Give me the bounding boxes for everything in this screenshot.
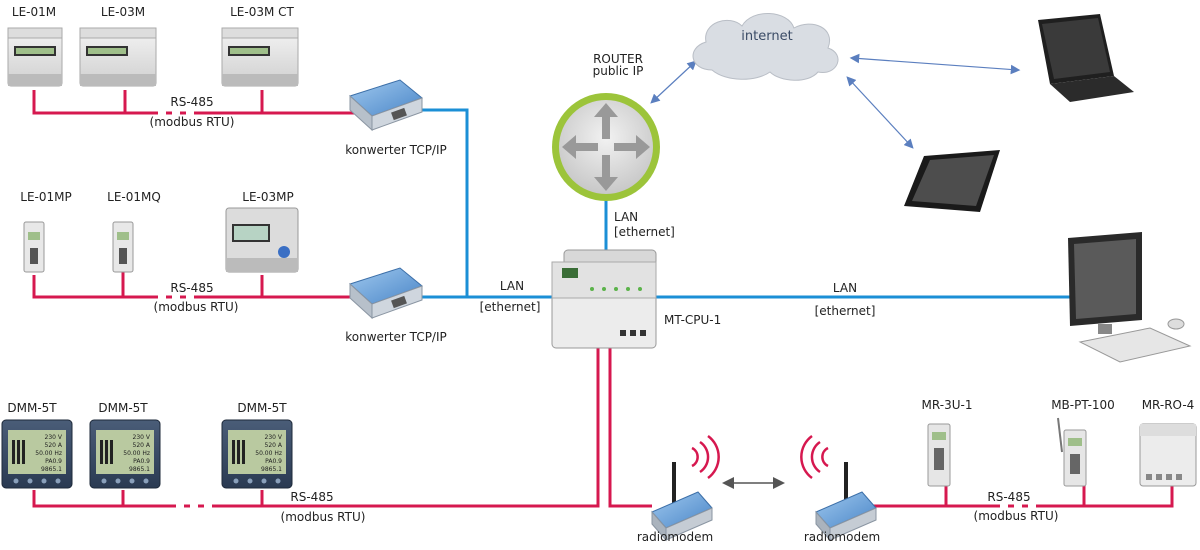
label-le-01mq: LE-01MQ xyxy=(107,190,161,204)
label-rs485-3: RS-485 xyxy=(290,490,334,504)
label-dmm-5t-3: DMM-5T xyxy=(237,401,287,415)
label-dmm-5t-1: DMM-5T xyxy=(7,401,57,415)
label-dmm-5t-2: DMM-5T xyxy=(98,401,148,415)
dmm-screen-value: 230 V xyxy=(45,434,63,441)
label-ethernet-router: [ethernet] xyxy=(614,225,675,239)
dmm-screen-value: PA0.9 xyxy=(133,458,150,465)
router-line-1: ROUTER xyxy=(593,52,643,66)
label-converter-1: konwerter TCP/IP xyxy=(345,143,447,157)
label-le-01mp: LE-01MP xyxy=(20,190,72,204)
label-rs485-4: RS-485 xyxy=(987,490,1031,504)
tablet-icon xyxy=(904,150,1000,212)
dmm-screen-value: 520 A xyxy=(45,442,63,449)
converter-tcpip-2 xyxy=(349,267,423,320)
converter-tcpip-1 xyxy=(349,79,423,132)
lan-conv1-link xyxy=(420,108,469,297)
router-icon xyxy=(552,93,660,201)
laptop-icon xyxy=(1038,14,1134,102)
meter-le01mq xyxy=(112,221,134,273)
label-mb-pt-100: MB-PT-100 xyxy=(1051,398,1115,412)
label-le-03mp: LE-03MP xyxy=(242,190,294,204)
label-rs485-1: RS-485 xyxy=(170,95,214,109)
lan-lines xyxy=(420,108,1095,299)
label-modbus-3: (modbus RTU) xyxy=(280,510,366,524)
label-internet: internet xyxy=(741,29,793,44)
label-radiomodem-2: radiomodem xyxy=(803,530,881,544)
rs485-to-radiomodem-1 xyxy=(608,345,652,508)
dmm-screen-value: 50.00 Hz xyxy=(255,450,282,457)
label-radiomodem-1: radiomodem xyxy=(636,530,714,544)
dmm-screen-value: PA0.9 xyxy=(45,458,62,465)
meter-le03mp xyxy=(225,207,299,273)
label-le-03m: LE-03M xyxy=(100,5,146,19)
rs485-bus-row3 xyxy=(32,345,600,508)
mt-cpu-1-device xyxy=(551,249,657,349)
label-lan-router: LAN xyxy=(614,210,639,224)
label-lan-left: LAN xyxy=(499,279,525,293)
label-lan-right: LAN xyxy=(832,281,858,295)
module-mr-3u-1 xyxy=(927,423,951,487)
module-mb-pt-100 xyxy=(1057,417,1087,487)
rs485-bus-row4 xyxy=(870,485,1174,508)
rs485-gap-marks xyxy=(158,111,1036,508)
desktop-pc-icon xyxy=(1068,232,1192,363)
meter-le03m xyxy=(79,27,157,87)
meter-le01mp xyxy=(23,221,45,273)
meter-le03m-ct xyxy=(221,27,299,87)
dmm-screen-value: 520 A xyxy=(265,442,283,449)
module-mr-ro-4 xyxy=(1139,423,1197,487)
radiomodem-1 xyxy=(651,434,720,542)
router-line-2: public IP xyxy=(592,64,644,78)
internet-arrows xyxy=(650,53,1021,149)
label-le-01m: LE-01M xyxy=(11,5,57,19)
radiomodem-2 xyxy=(800,434,877,542)
label-converter-2: konwerter TCP/IP xyxy=(345,330,447,344)
dmm-screen-value: 230 V xyxy=(265,434,283,441)
dmm-screen-value: 50.00 Hz xyxy=(35,450,62,457)
label-ethernet-left: [ethernet] xyxy=(479,300,541,314)
dmm-screen-value: 520 A xyxy=(133,442,151,449)
label-rs485-2: RS-485 xyxy=(170,281,214,295)
label-modbus-2: (modbus RTU) xyxy=(153,300,239,314)
dmm-screen-value: 9865.1 xyxy=(261,466,282,473)
label-le-03m-ct: LE-03M CT xyxy=(230,5,294,19)
label-modbus-4: (modbus RTU) xyxy=(973,509,1059,523)
label-mt-cpu-1: MT-CPU-1 xyxy=(664,313,722,327)
meter-le01m xyxy=(7,27,63,87)
dmm-screen-value: PA0.9 xyxy=(265,458,282,465)
dmm-screen-value: 9865.1 xyxy=(41,466,62,473)
internet-cloud-icon xyxy=(692,13,839,81)
label-mr-3u-1: MR-3U-1 xyxy=(921,398,973,412)
label-ethernet-right: [ethernet] xyxy=(814,304,876,318)
label-modbus-1: (modbus RTU) xyxy=(149,115,235,129)
dmm-screen-value: 230 V xyxy=(133,434,151,441)
label-mr-ro-4: MR-RO-4 xyxy=(1141,398,1195,412)
dmm-screen-value: 9865.1 xyxy=(129,466,150,473)
dmm-screen-value: 50.00 Hz xyxy=(123,450,150,457)
